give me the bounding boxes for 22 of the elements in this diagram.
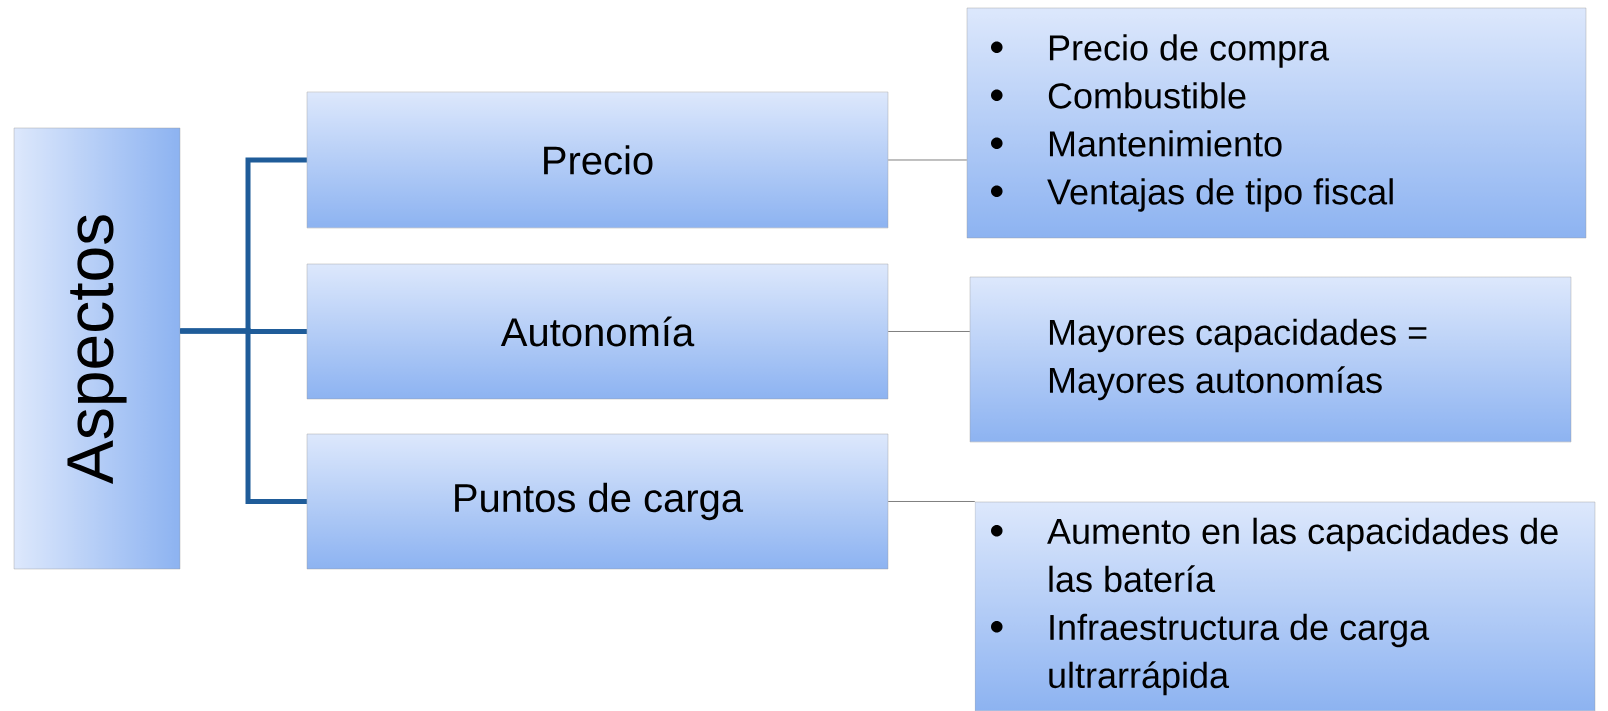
connector-line — [887, 501, 976, 502]
list-item: Combustible — [1048, 82, 1246, 109]
list-item: Precio de compra — [1049, 34, 1330, 68]
detail-box — [966, 7, 1587, 239]
box-label: Precio — [544, 145, 653, 175]
heading-box — [13, 127, 181, 570]
connector-line — [887, 331, 971, 332]
box-label: Autonomía — [500, 316, 695, 347]
detail-box — [969, 276, 1572, 443]
detail-box — [974, 501, 1596, 711]
list-item: Ventajas de tipo fiscal — [1047, 178, 1393, 212]
list-item: Mantenimiento — [1049, 130, 1282, 157]
box-label: Puntos de carga — [455, 482, 744, 521]
connector-line — [887, 159, 968, 161]
category-box — [306, 263, 889, 400]
list-item: Aumento en las capacidades de las batería — [1047, 517, 1558, 593]
category-box — [306, 433, 889, 570]
list-item: Infraestructura de carga ultrarrápida — [1049, 613, 1430, 696]
tree-connector — [180, 328, 307, 504]
heading: Aspectos — [67, 215, 127, 485]
category-box — [306, 91, 889, 229]
list-item: Mayores capacidades = Mayores autonomías — [1049, 318, 1427, 401]
